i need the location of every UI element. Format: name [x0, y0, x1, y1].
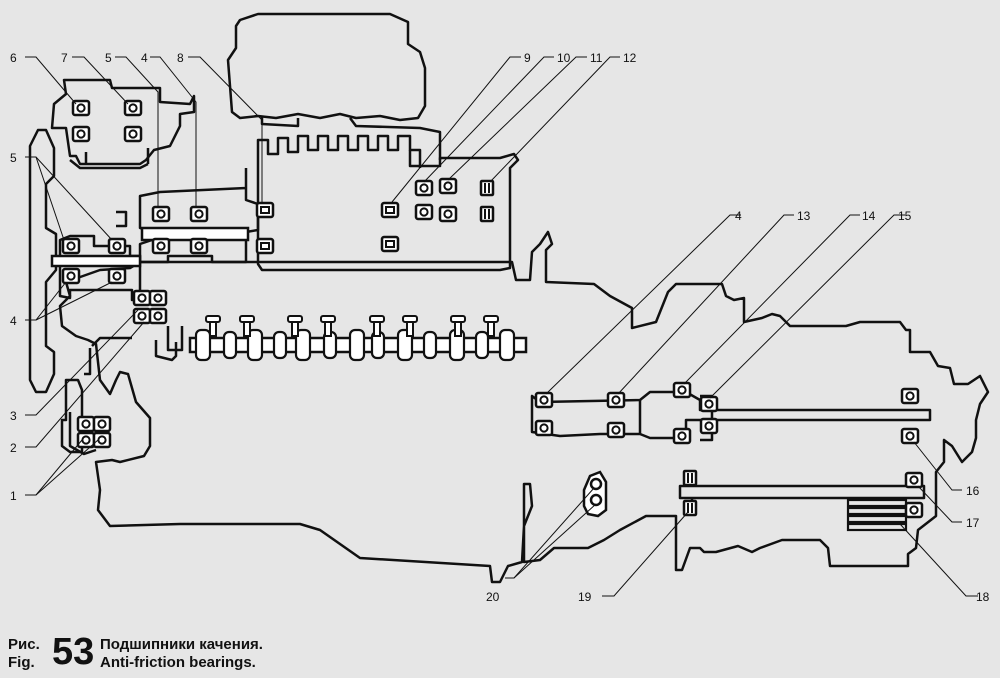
callout-2: 2	[10, 441, 17, 455]
caption-number: 53	[52, 631, 95, 673]
gear-pack	[846, 498, 908, 532]
callout-18: 18	[976, 590, 990, 604]
engine-outline	[28, 12, 990, 584]
callout-9: 9	[524, 51, 531, 65]
callout-14: 14	[862, 209, 876, 223]
callout-7: 7	[61, 51, 68, 65]
callout-17: 17	[966, 516, 980, 530]
callout-10: 10	[557, 51, 571, 65]
callout-12: 12	[623, 51, 637, 65]
callout-13: 13	[797, 209, 811, 223]
callout-6: 6	[10, 51, 17, 65]
oil-pump	[582, 470, 608, 518]
caption-prefix-ru: Рис.	[8, 636, 40, 653]
bearings	[61, 99, 924, 519]
callout-5: 5	[105, 51, 112, 65]
callout-15: 15	[898, 209, 912, 223]
callout-4: 4	[141, 51, 148, 65]
callout-labels: 6 7 5 4 8 9 10 11 12 5 4 3 2 1 4 13 14 1…	[10, 51, 990, 604]
leader-lines	[25, 56, 978, 597]
valve-stems	[205, 315, 499, 337]
callout-20: 20	[486, 590, 500, 604]
caption-prefix-en: Fig.	[8, 654, 35, 671]
callout-8: 8	[177, 51, 184, 65]
callout-1: 1	[10, 489, 17, 503]
callout-19: 19	[578, 590, 592, 604]
callout-4: 4	[735, 209, 742, 223]
camshaft	[194, 328, 516, 362]
figure-caption: Рис. Fig. 53 Подшипники качения. Anti-fr…	[8, 631, 608, 676]
callout-11: 11	[590, 51, 603, 65]
callout-5: 5	[10, 151, 17, 165]
caption-title-ru: Подшипники качения.	[100, 636, 263, 653]
caption-title-en: Anti-friction bearings.	[100, 654, 256, 671]
callout-3: 3	[10, 409, 17, 423]
callout-16: 16	[966, 484, 980, 498]
callout-4: 4	[10, 314, 17, 328]
